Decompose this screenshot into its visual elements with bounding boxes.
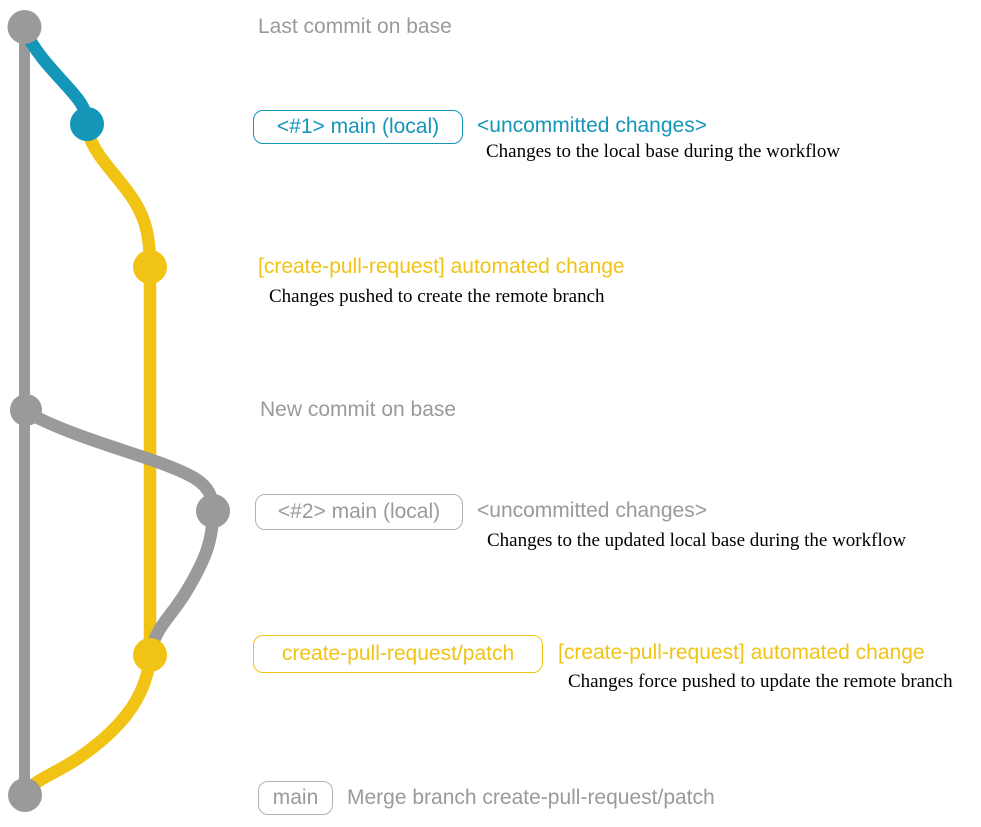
commit-node-last-base — [7, 10, 42, 44]
commit-node-new-base — [10, 394, 42, 426]
push-create-remote-branch-note: Changes pushed to create the remote bran… — [269, 286, 605, 307]
uncommitted-changes-label-1: <uncommitted changes> — [477, 114, 707, 137]
automated-change-commit-message-1: [create-pull-request] automated change — [258, 255, 625, 278]
branch-badge-main-local-2-label: <#2> main (local) — [277, 500, 441, 523]
branch-badge-main: main — [258, 781, 333, 815]
branch-badge-main-local-2: <#2> main (local) — [255, 494, 463, 530]
updated-local-base-changes-note: Changes to the updated local base during… — [487, 530, 906, 551]
commit-node-local-main-1 — [70, 107, 104, 141]
patch-branch-edge — [19, 123, 157, 799]
commit-node-automated-change-2 — [133, 638, 167, 672]
last-commit-on-base-label: Last commit on base — [258, 15, 452, 38]
branch-badge-patch-label: create-pull-request/patch — [281, 642, 515, 665]
branch-badge-main-local-1-label: <#1> main (local) — [276, 115, 440, 138]
uncommitted-changes-label-2: <uncommitted changes> — [477, 499, 707, 522]
branch-badge-main-local-1: <#1> main (local) — [253, 110, 463, 144]
branch-badge-patch: create-pull-request/patch — [253, 635, 543, 673]
merge-commit-message: Merge branch create-pull-request/patch — [347, 786, 715, 809]
commit-node-merge — [8, 778, 42, 812]
local-base-changes-note: Changes to the local base during the wor… — [486, 141, 841, 162]
updated-local-main-edge — [19, 405, 220, 657]
commit-node-automated-change-1 — [133, 250, 167, 284]
branch-badge-main-label: main — [272, 786, 319, 809]
automated-change-commit-message-2: [create-pull-request] automated change — [558, 641, 925, 664]
force-push-update-remote-branch-note: Changes force pushed to update the remot… — [568, 671, 953, 692]
commit-node-local-main-2 — [196, 494, 230, 528]
new-commit-on-base-label: New commit on base — [260, 398, 457, 421]
